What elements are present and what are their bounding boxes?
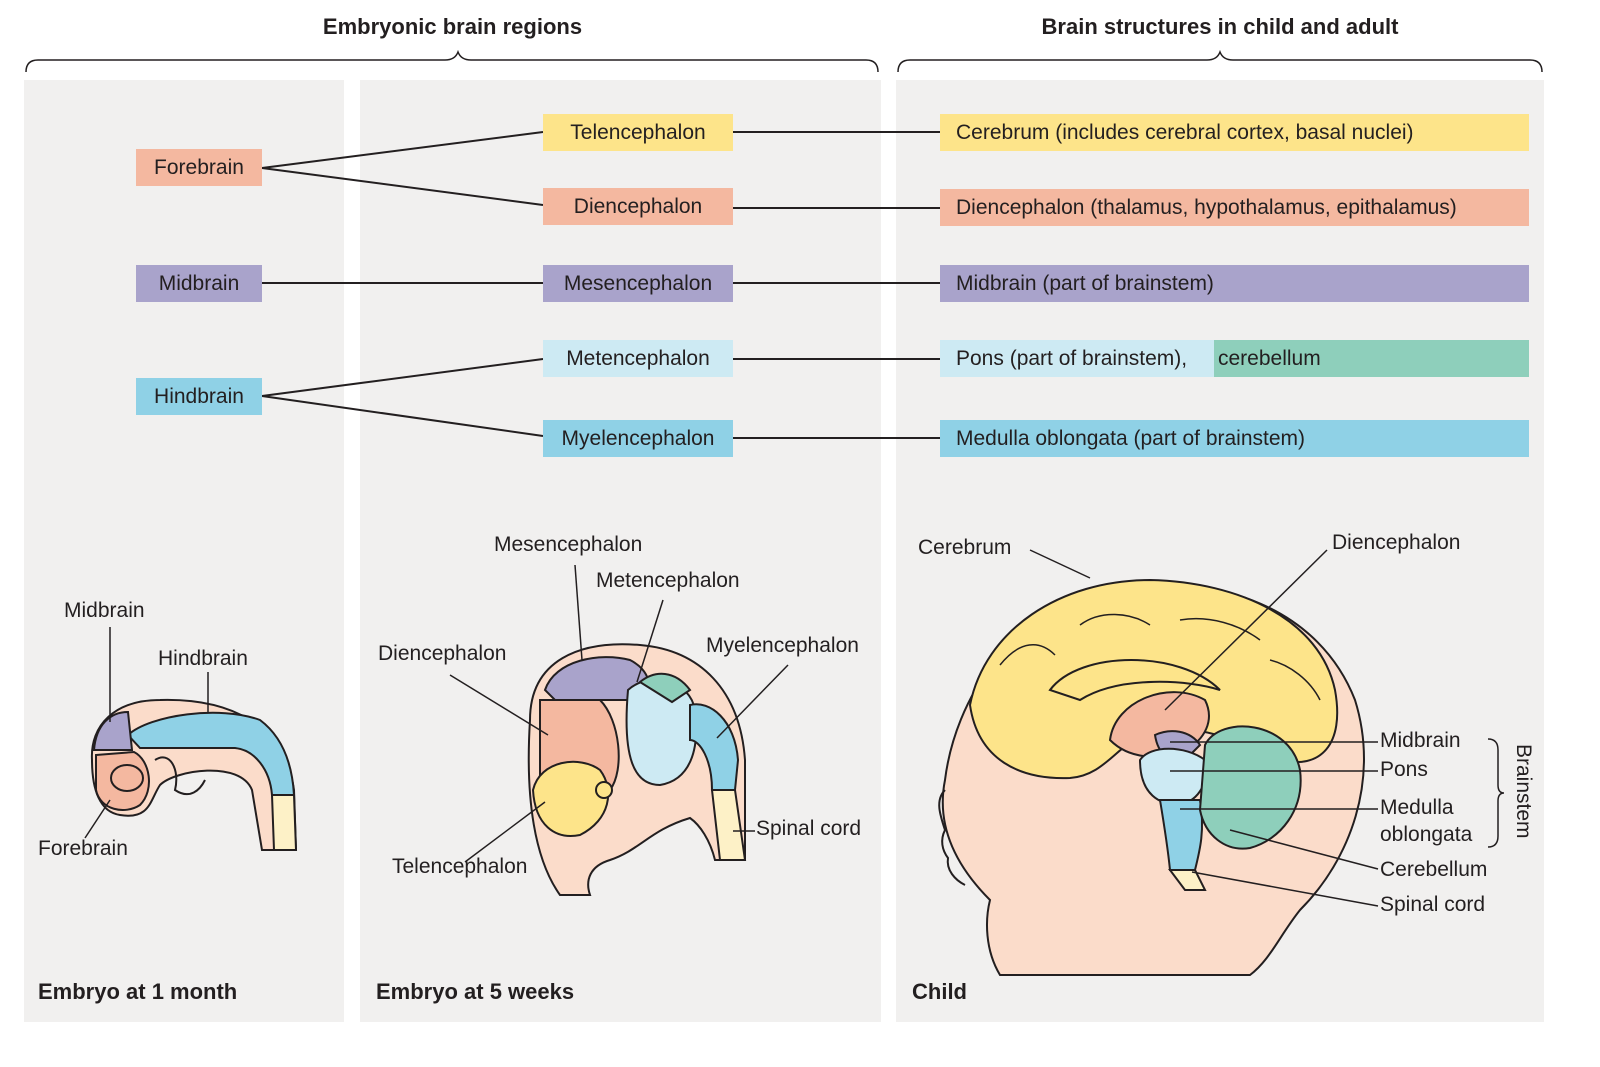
label-child-midbrain: Midbrain	[1380, 729, 1461, 752]
header-child-adult-structures: Brain structures in child and adult	[1041, 14, 1399, 39]
label-e1-hindbrain: Hindbrain	[158, 647, 248, 670]
connector-lines	[261, 131, 940, 439]
caption-embryo-1-month: Embryo at 1 month	[38, 979, 238, 1004]
label-e5-spinal-cord: Spinal cord	[756, 817, 862, 840]
caption-embryo-5-weeks: Embryo at 5 weeks	[376, 979, 575, 1004]
box-telencephalon: Telencephalon	[543, 114, 733, 151]
label-child-brainstem: Brainstem	[1512, 744, 1535, 839]
child-leaders	[1029, 549, 1505, 907]
box-mesencephalon: Mesencephalon	[543, 265, 733, 302]
box-hindbrain: Hindbrain	[136, 378, 262, 415]
label-child-diencephalon: Diencephalon	[1332, 531, 1461, 554]
label-child-medulla: Medulla	[1380, 796, 1454, 819]
panel-embryo-5-weeks	[360, 80, 881, 1022]
box-diencephalon: Diencephalon	[543, 188, 733, 225]
bracket-embryonic	[25, 49, 879, 73]
label-e5-myelencephalon: Myelencephalon	[706, 634, 859, 657]
brainstem-bracket	[1487, 738, 1505, 848]
embryo-1-month-leaders	[84, 627, 209, 839]
box-myelencephalon: Myelencephalon	[543, 420, 733, 457]
child-head-illustration	[938, 578, 1365, 976]
box-forebrain: Forebrain	[136, 149, 262, 186]
header-embryonic-regions: Embryonic brain regions	[322, 14, 583, 39]
box-adult-pons: Pons (part of brainstem),	[940, 340, 1214, 377]
embryo-5-weeks-illustration	[527, 643, 747, 896]
label-child-pons: Pons	[1380, 758, 1428, 781]
label-child-oblongata: oblongata	[1380, 823, 1473, 846]
label-e5-mesencephalon: Mesencephalon	[494, 533, 643, 556]
label-e1-forebrain: Forebrain	[38, 837, 128, 860]
label-e5-telencephalon: Telencephalon	[392, 855, 528, 878]
label-child-cerebrum: Cerebrum	[918, 536, 1012, 559]
label-e5-diencephalon: Diencephalon	[378, 642, 507, 665]
label-child-cerebellum: Cerebellum	[1380, 858, 1488, 881]
label-child-spinal-cord: Spinal cord	[1380, 893, 1486, 916]
panel-embryo-1-month	[24, 80, 344, 1022]
embryo-1-month-illustration	[90, 698, 298, 851]
caption-child: Child	[912, 979, 967, 1004]
box-metencephalon: Metencephalon	[543, 340, 733, 377]
embryo-5-weeks-leaders	[449, 564, 789, 863]
label-e5-metencephalon: Metencephalon	[596, 569, 740, 592]
box-adult-midbrain: Midbrain (part of brainstem)	[940, 265, 1529, 302]
box-adult-cerebrum: Cerebrum (includes cerebral cortex, basa…	[940, 114, 1529, 151]
box-adult-cerebellum: cerebellum	[1214, 340, 1529, 377]
label-e1-midbrain: Midbrain	[64, 599, 145, 622]
bracket-child-adult	[897, 49, 1543, 73]
box-midbrain: Midbrain	[136, 265, 262, 302]
box-adult-diencephalon: Diencephalon (thalamus, hypothalamus, ep…	[940, 189, 1529, 226]
box-adult-medulla: Medulla oblongata (part of brainstem)	[940, 420, 1529, 457]
